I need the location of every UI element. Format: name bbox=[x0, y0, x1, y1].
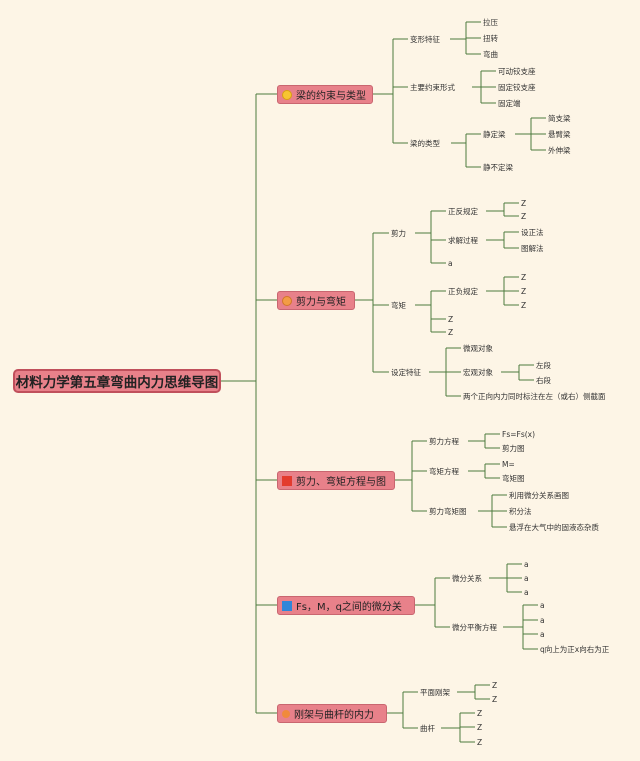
node-differential-relation[interactable]: 微分关系 bbox=[452, 574, 482, 583]
smile-icon bbox=[282, 89, 292, 100]
leaf-node[interactable]: Z bbox=[477, 709, 483, 718]
leaf-node[interactable]: 弯矩图 bbox=[502, 474, 525, 483]
node-shear-moment-diagram[interactable]: 剪力弯矩图 bbox=[429, 507, 467, 516]
leaf-node[interactable]: Z bbox=[477, 723, 483, 732]
leaf-node[interactable]: 图解法 bbox=[521, 244, 544, 253]
node-shear-force[interactable]: 剪力 bbox=[391, 229, 406, 238]
branch-frames-curved-bars[interactable]: 刚架与曲杆的内力 bbox=[277, 704, 387, 723]
branch-label: 梁的约束与类型 bbox=[296, 91, 366, 102]
leaf-node[interactable]: Z bbox=[492, 695, 498, 704]
leaf-node[interactable]: a bbox=[540, 630, 545, 639]
node-sign-convention[interactable]: 正负规定 bbox=[448, 287, 478, 296]
leaf-node[interactable]: 积分法 bbox=[509, 507, 532, 516]
node-statically-determinate[interactable]: 静定梁 bbox=[483, 130, 506, 139]
node-beam-types[interactable]: 梁的类型 bbox=[410, 139, 440, 148]
branch-beam-constraints[interactable]: 梁的约束与类型 bbox=[277, 85, 373, 104]
branch-label: 剪力与弯矩 bbox=[296, 297, 346, 308]
leaf-node[interactable]: a bbox=[540, 616, 545, 625]
leaf-node[interactable]: a bbox=[524, 574, 529, 583]
warning-icon bbox=[282, 295, 292, 306]
node-deformation-features[interactable]: 变形特征 bbox=[410, 35, 440, 44]
node-macro-object[interactable]: 宏观对象 bbox=[463, 368, 493, 377]
leaf-node[interactable]: Z bbox=[521, 199, 527, 208]
leaf-node[interactable]: 简支梁 bbox=[548, 114, 571, 123]
leaf-node[interactable]: Z bbox=[521, 273, 527, 282]
node-curved-bar[interactable]: 曲杆 bbox=[420, 724, 435, 733]
leaf-node[interactable]: 微观对象 bbox=[463, 344, 493, 353]
leaf-node[interactable]: 右段 bbox=[536, 376, 551, 385]
leaf-node[interactable]: a bbox=[448, 259, 453, 268]
leaf-node[interactable]: 可动铰支座 bbox=[498, 67, 536, 76]
leaf-node[interactable]: Z bbox=[521, 301, 527, 310]
leaf-node[interactable]: q向上为正x向右为正 bbox=[540, 645, 610, 654]
branch-differential-relations[interactable]: Fs，M，q之间的微分关 bbox=[277, 596, 415, 615]
node-setup-features[interactable]: 设定特征 bbox=[391, 368, 421, 377]
leaf-node[interactable]: Z bbox=[448, 315, 454, 324]
leaf-node[interactable]: a bbox=[524, 588, 529, 597]
leaf-node[interactable]: 设正法 bbox=[521, 228, 544, 237]
leaf-node[interactable]: 弯曲 bbox=[483, 50, 498, 59]
leaf-node[interactable]: 拉压 bbox=[483, 18, 498, 27]
root-node[interactable]: 材料力学第五章弯曲内力思维导图 bbox=[13, 369, 221, 393]
blue-square-icon bbox=[282, 600, 292, 611]
leaf-node[interactable]: 两个正向内力同时标注在左（或右）侧截面 bbox=[463, 392, 606, 401]
leaf-node[interactable]: 悬臂梁 bbox=[548, 130, 571, 139]
leaf-node[interactable]: Fs=Fs(x) bbox=[502, 430, 536, 439]
leaf-node[interactable]: 扭转 bbox=[483, 34, 498, 43]
leaf-node[interactable]: 利用微分关系画图 bbox=[509, 491, 569, 500]
node-shear-equation[interactable]: 剪力方程 bbox=[429, 437, 459, 446]
node-sign-convention[interactable]: 正反规定 bbox=[448, 207, 478, 216]
node-differential-equilibrium[interactable]: 微分平衡方程 bbox=[452, 623, 497, 632]
leaf-node[interactable]: 固定铰支座 bbox=[498, 83, 536, 92]
leaf-node[interactable]: 剪力图 bbox=[502, 444, 525, 453]
branch-shear-moment[interactable]: 剪力与弯矩 bbox=[277, 291, 355, 310]
node-constraint-forms[interactable]: 主要约束形式 bbox=[410, 83, 455, 92]
leaf-node[interactable]: Z bbox=[492, 681, 498, 690]
branch-equations-diagrams[interactable]: 剪力、弯矩方程与图 bbox=[277, 471, 395, 490]
node-plane-frame[interactable]: 平面刚架 bbox=[420, 688, 450, 697]
leaf-node[interactable]: Z bbox=[448, 328, 454, 337]
leaf-node[interactable]: a bbox=[540, 601, 545, 610]
leaf-node[interactable]: Z bbox=[521, 212, 527, 221]
leaf-node[interactable]: Z bbox=[477, 738, 483, 747]
leaf-node[interactable]: 左段 bbox=[536, 361, 551, 370]
leaf-node[interactable]: 外伸梁 bbox=[548, 146, 571, 155]
node-bending-moment[interactable]: 弯矩 bbox=[391, 301, 406, 310]
flag-icon bbox=[282, 475, 292, 486]
branch-label: 剪力、弯矩方程与图 bbox=[296, 477, 386, 488]
leaf-node[interactable]: Z bbox=[521, 287, 527, 296]
leaf-node[interactable]: M= bbox=[502, 460, 515, 469]
node-solving-process[interactable]: 求解过程 bbox=[448, 236, 478, 245]
leaf-node[interactable]: 悬浮在大气中的固液态杂质 bbox=[509, 523, 599, 532]
node-moment-equation[interactable]: 弯矩方程 bbox=[429, 467, 459, 476]
leaf-node[interactable]: 固定端 bbox=[498, 99, 521, 108]
branch-label: Fs，M，q之间的微分关 bbox=[296, 602, 402, 613]
leaf-node[interactable]: a bbox=[524, 560, 529, 569]
node-statically-indeterminate[interactable]: 静不定梁 bbox=[483, 163, 513, 172]
orange-dot-icon bbox=[282, 709, 290, 718]
branch-label: 刚架与曲杆的内力 bbox=[294, 710, 374, 721]
